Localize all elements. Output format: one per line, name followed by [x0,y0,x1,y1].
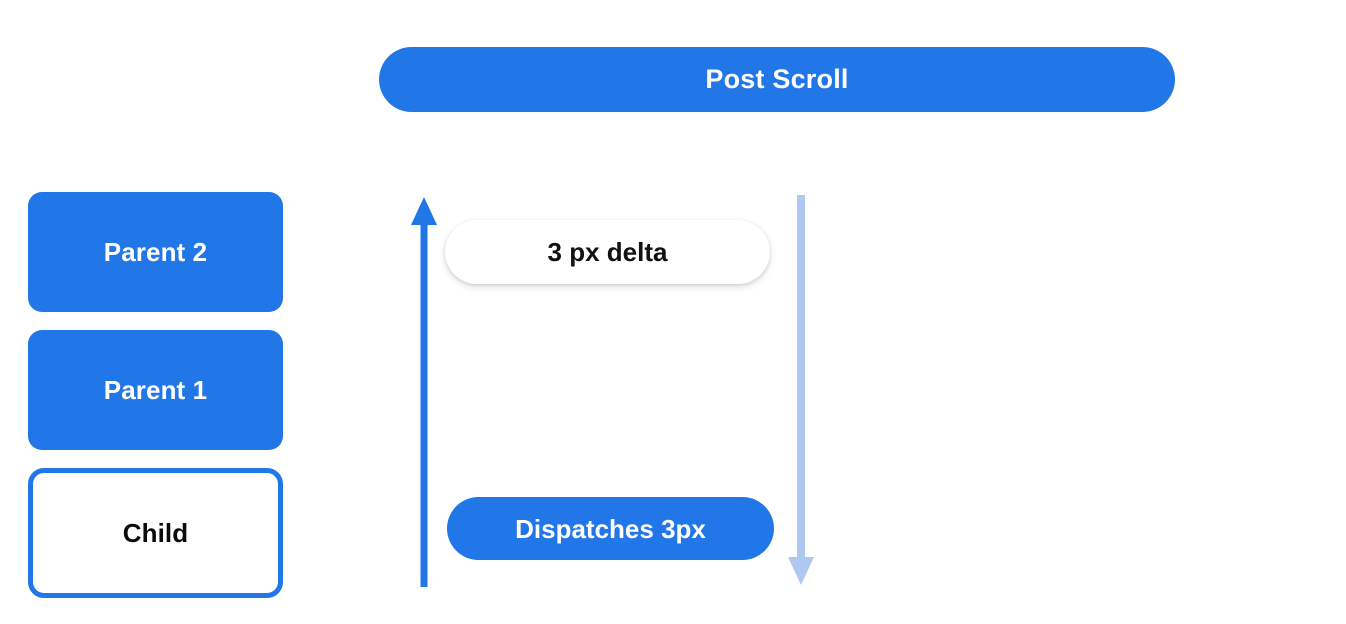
stack-box-parent-1-label: Parent 1 [103,375,208,405]
post-scroll-header-pill: Post Scroll [379,47,1175,112]
stack-box-parent-2: Parent 2 [28,192,283,312]
post-scroll-header-label: Post Scroll [705,64,849,94]
delta-annotation-label: 3 px delta [547,237,668,267]
scroll-up-arrow-icon [411,197,437,587]
stack-gap-1 [28,312,283,330]
dispatch-annotation-pill: Dispatches 3px [447,497,774,560]
scroll-down-arrow-icon [788,195,814,585]
stack-box-parent-1: Parent 1 [28,330,283,450]
stack-gap-2 [28,450,283,468]
delta-annotation-pill: 3 px delta [445,220,770,284]
scroll-hierarchy-stack: Parent 2 Parent 1 Child [28,192,283,598]
dispatch-annotation-label: Dispatches 3px [515,513,706,544]
stack-box-parent-2-label: Parent 2 [103,237,208,267]
stack-box-child-label: Child [122,518,189,548]
stack-box-child: Child [28,468,283,598]
